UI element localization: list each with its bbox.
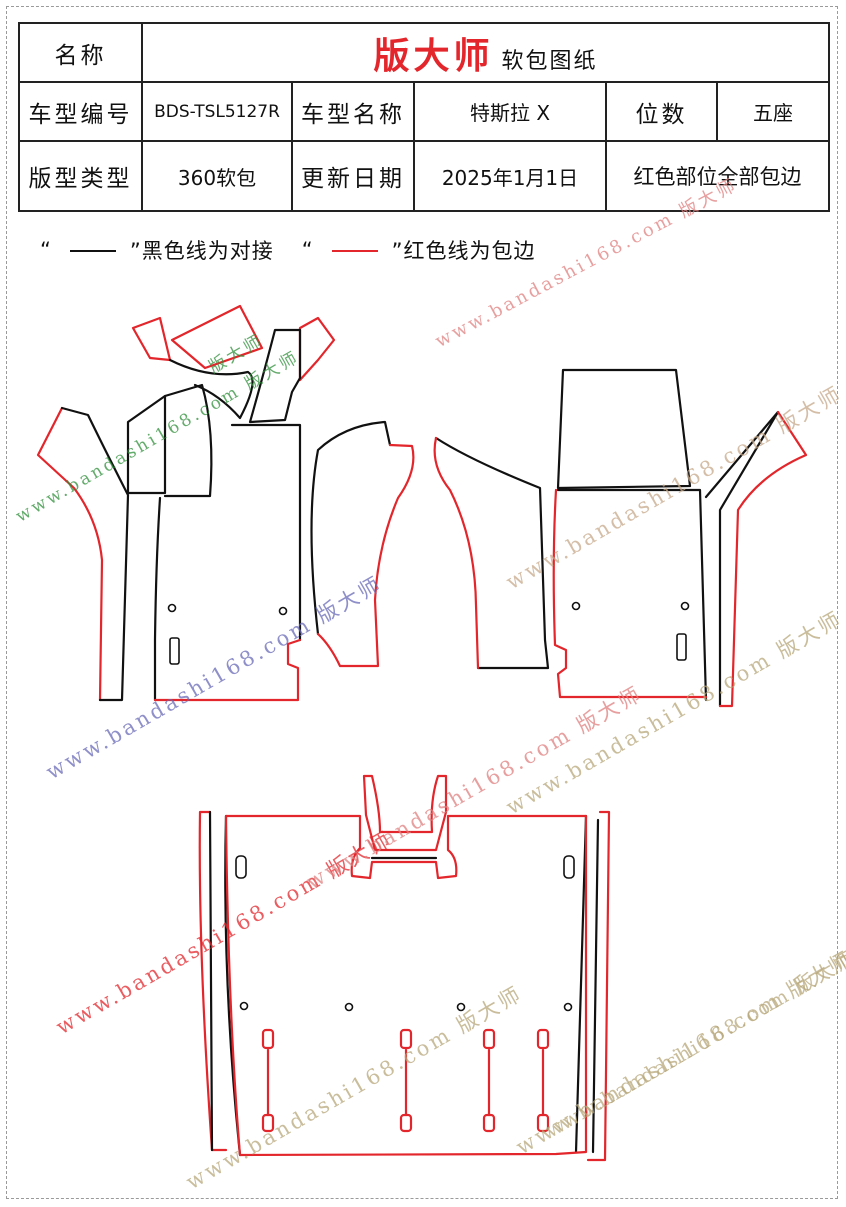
left-sill-strip-black [60,406,130,702]
pattern-type-label: 版型类型 [18,140,143,212]
hole [456,1002,466,1012]
legend-black-open: “ [40,238,52,262]
name-label: 名称 [18,22,143,83]
red-line-sample [331,250,378,252]
tunnel-curve [168,358,254,420]
hole [239,1001,249,1011]
model-code: BDS-TSL5127R [141,81,293,142]
model-code-label: 车型编号 [18,81,143,142]
spec-row-model: 车型编号 BDS-TSL5127R 车型名称 特斯拉 X 位数 五座 [18,81,831,142]
left-door-panel [310,420,392,636]
pattern-type: 360软包 [141,140,293,212]
rail-slit [482,1028,496,1133]
page-frame [6,6,838,1199]
right-door-panel-red [433,436,480,670]
update-date-label: 更新日期 [291,140,415,212]
black-line-sample [69,250,116,252]
line-legend: “ ”黑色线为对接 “ ”红色线为包边 [40,235,536,265]
right-floor-red [552,488,708,699]
brand-name: 版大师 [373,35,494,77]
spec-row-type: 版型类型 360软包 更新日期 2025年1月1日 红色部位全部包边 [18,140,831,212]
note-red-edges: 红色部位全部包边 [604,140,831,212]
rail-slit [399,1028,413,1133]
seats-value: 五座 [715,81,831,142]
tunnel-top-red-2 [170,304,264,370]
rear-right-strip-black [591,818,600,1154]
rear-left-strip-red [198,810,228,1152]
right-floor-black [556,488,708,702]
hole [680,601,690,611]
rear-slot-left [235,855,247,879]
seats-label: 位数 [605,81,718,142]
hole [571,601,581,611]
spec-table: 名称 版大师软包图纸 车型编号 BDS-TSL5127R 车型名称 特斯拉 X … [18,22,831,212]
right-sill-strip-black [704,410,780,708]
left-floor-red [153,638,302,702]
slot [169,637,180,665]
tunnel-right-red [298,316,336,382]
update-date: 2025年1月1日 [413,140,607,212]
piece-left-front [36,304,415,702]
legend-red-open: “ [301,238,314,262]
left-floor-black [153,423,302,702]
slot [676,633,687,661]
rear-left-strip-black [208,810,214,1152]
spec-row-title: 名称 版大师软包图纸 [18,22,831,83]
right-door-panel [434,436,550,670]
rear-right-strip-red [586,810,611,1162]
left-door-panel-red [316,443,415,668]
hole [278,606,288,616]
tunnel-right-black [248,328,302,424]
hole [167,603,177,613]
piece-rear-floor [198,774,611,1162]
rail-slit [261,1028,275,1133]
rear-slot-right [563,855,575,879]
rear-floor-black-right [574,814,588,1154]
title-cell: 版大师软包图纸 [140,22,831,83]
model-name-label: 车型名称 [291,81,415,142]
rear-tunnel-hump [362,774,448,852]
tunnel-top-red [131,316,172,362]
left-sill-strip-red [36,406,104,702]
rail-slit [536,1028,550,1133]
hole [563,1002,573,1012]
hole [344,1002,354,1012]
right-footrest [556,368,692,490]
legend-black-text: ”黑色线为对接 [129,239,274,263]
rear-floor-red-outline [224,814,588,1157]
model-name: 特斯拉 X [413,81,607,142]
piece-right-front [433,368,808,708]
right-sill-strip-red [718,410,808,708]
brand-sub: 软包图纸 [501,48,598,74]
tunnel-panel-a [126,394,167,495]
legend-red-text: ”红色线为包边 [391,239,536,263]
